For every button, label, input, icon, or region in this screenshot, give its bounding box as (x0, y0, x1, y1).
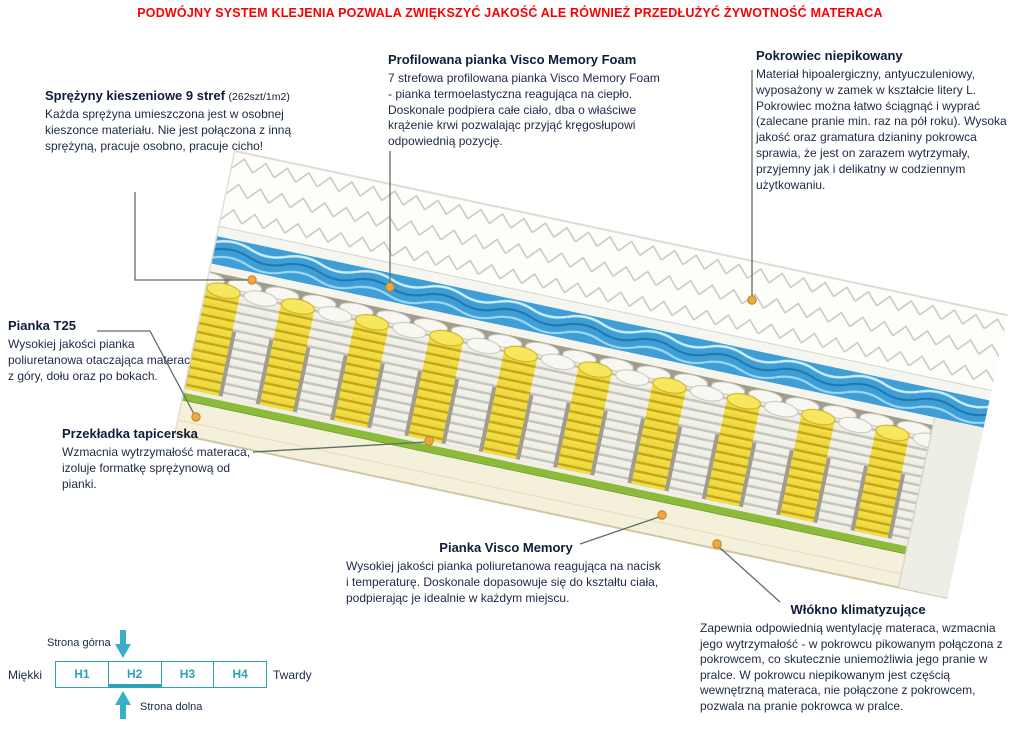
leader-t25 (97, 330, 195, 415)
annotation-springs: Sprężyny kieszeniowe 9 stref (262szt/1m2… (45, 88, 317, 154)
hardness-level-h4: H4 (232, 667, 248, 681)
top-side-label: Strona górna (47, 637, 111, 649)
layer-spacer (209, 263, 984, 436)
arrow-down-icon (115, 630, 131, 658)
hardness-scale: H1 H2 H3 H4 (55, 661, 267, 688)
spacer-description: Wzmacnia wytrzymałość materaca, izoluje … (62, 445, 251, 491)
leader-spacer (252, 441, 427, 453)
leader-lines (97, 70, 781, 603)
visco-memory-title: Pianka Visco Memory (439, 540, 573, 555)
visco-memory-description: Wysokiej jakości pianka poliuretanowa re… (346, 559, 661, 605)
cover-description: Materiał hipoalergiczny, antyuczuleniowy… (756, 67, 1007, 192)
annotation-climate-fiber: Włókno klimatyzujące Zapewnia odpowiedni… (700, 602, 1016, 715)
hardness-level-h3: H3 (162, 662, 215, 687)
soft-label: Miękki (8, 668, 43, 682)
t25-title: Pianka T25 (8, 318, 76, 333)
leader-dot (424, 436, 434, 446)
hardness-level-h1: H1 (56, 662, 109, 687)
leader-springs (134, 192, 250, 281)
layer-visco-foam (210, 236, 990, 428)
leader-dot (712, 539, 722, 549)
layer-cover-edge (216, 226, 992, 401)
annotation-t25-foam: Pianka T25 Wysokiej jakości pianka poliu… (8, 318, 192, 384)
cover-title: Pokrowiec niepikowany (756, 48, 903, 63)
leader-climate-fiber (718, 546, 781, 603)
leader-dots (191, 275, 757, 549)
arrow-up-icon (115, 691, 131, 719)
springs-title: Sprężyny kieszeniowe 9 stref (262szt/1m2… (45, 88, 290, 103)
profiled-foam-description: 7 strefowa profilowana pianka Visco Memo… (388, 71, 660, 149)
leader-dot (191, 412, 201, 422)
annotation-cover: Pokrowiec niepikowany Materiał hipoalerg… (756, 48, 1014, 194)
mattress-body (173, 149, 1008, 599)
bottom-side-label: Strona dolna (140, 701, 203, 713)
layer-base-foam (174, 400, 906, 588)
springs-description: Każda sprężyna umieszczona jest w osobne… (45, 107, 292, 153)
leader-dot (385, 282, 395, 292)
leader-visco-memory (579, 516, 660, 545)
profiled-foam-title: Profilowana pianka Visco Memory Foam (388, 52, 637, 67)
climate-fiber-title: Włókno klimatyzujące (790, 602, 926, 617)
t25-description: Wysokiej jakości pianka poliuretanowa ot… (8, 337, 191, 383)
hardness-level-h2: H2 (109, 662, 162, 687)
hard-label: Twardy (273, 668, 312, 682)
layer-climate-fiber (181, 392, 908, 555)
layer-springs-front-row (184, 271, 934, 543)
leader-dot (247, 275, 257, 285)
leader-dot (657, 510, 667, 520)
annotation-visco-memory: Pianka Visco Memory Wysokiej jakości pia… (346, 540, 666, 606)
mattress-end-cap (898, 417, 984, 598)
annotation-spacer: Przekładka tapicerska Wzmacnia wytrzymał… (62, 426, 266, 492)
leader-dot (747, 295, 757, 305)
top-banner: PODWÓJNY SYSTEM KLEJENIA POZWALA ZWIĘKSZ… (137, 6, 883, 20)
annotation-profiled-foam: Profilowana pianka Visco Memory Foam 7 s… (388, 52, 662, 150)
climate-fiber-description: Zapewnia odpowiednią wentylację materaca… (700, 621, 1003, 713)
spacer-title: Przekładka tapicerska (62, 426, 198, 441)
springs-subtitle: (262szt/1m2) (228, 91, 290, 103)
